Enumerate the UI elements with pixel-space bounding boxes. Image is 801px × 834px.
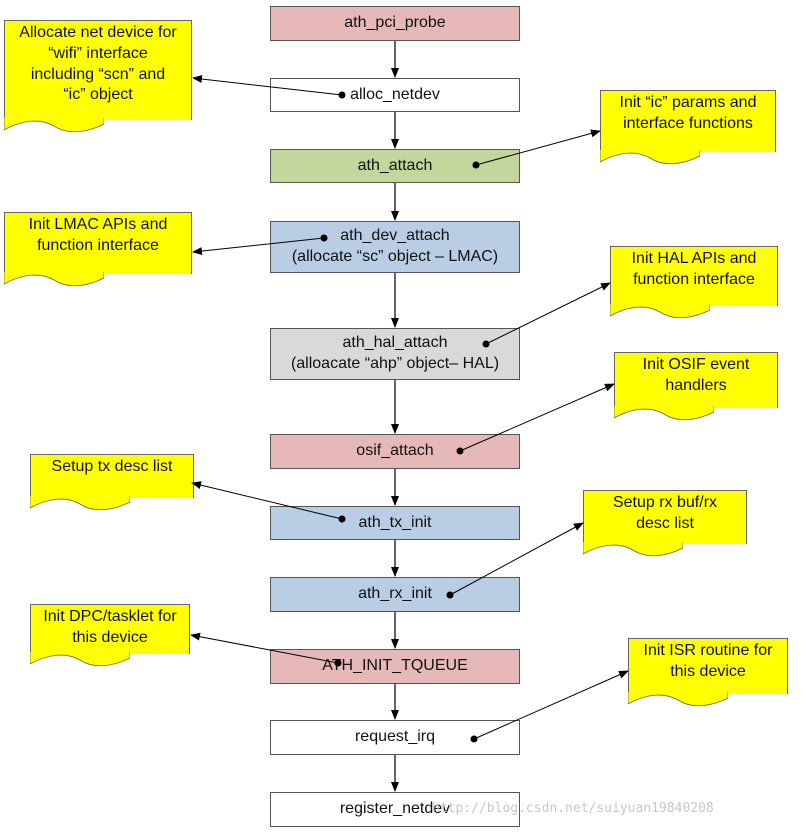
note-text: Init HAL APIs and bbox=[631, 250, 757, 267]
box-title: ath_hal_attach bbox=[342, 334, 448, 352]
callout-dot bbox=[446, 591, 454, 599]
note-rx: Setup rx buf/rx desc list bbox=[583, 490, 747, 544]
box-register-netdev: register_netdev bbox=[270, 792, 520, 827]
note-text: Init OSIF event bbox=[642, 356, 750, 373]
box-title: ath_tx_init bbox=[358, 513, 432, 531]
callout-arrow bbox=[192, 237, 325, 256]
callout-dot bbox=[334, 659, 342, 667]
note-wave-edge bbox=[4, 272, 104, 288]
callout-dot bbox=[472, 161, 480, 169]
note-hal: Init HAL APIs and function interface bbox=[610, 246, 778, 306]
note-text: Init ISR routine for bbox=[643, 642, 773, 659]
note-text: Init LMAC APIs and bbox=[28, 216, 168, 233]
note-wave-edge bbox=[610, 304, 710, 320]
box-subtitle: (alloacate “ahp” object– HAL) bbox=[290, 355, 500, 372]
note-ic: Init “ic” params and interface functions bbox=[600, 90, 776, 152]
note-text: Init “ic” params and bbox=[619, 94, 757, 111]
note-alloc: Allocate net device for “wifi” interface i… bbox=[4, 20, 192, 120]
note-wave-edge bbox=[30, 496, 130, 512]
note-text: “ic” object bbox=[63, 86, 133, 104]
note-osif: Init OSIF event handlers bbox=[614, 352, 778, 408]
note-text: interface functions bbox=[623, 114, 753, 132]
box-title: ath_dev_attach bbox=[340, 227, 450, 245]
box-ath-rx-init: ath_rx_init bbox=[270, 577, 520, 612]
callout-arrow bbox=[191, 481, 343, 520]
box-title: ath_rx_init bbox=[358, 585, 432, 603]
box-title: register_netdev bbox=[339, 800, 451, 818]
note-wave-edge bbox=[614, 406, 714, 422]
note-text: function interface bbox=[633, 270, 755, 288]
note-wave-edge bbox=[628, 692, 728, 708]
note-text: handlers bbox=[665, 376, 727, 394]
callout-dot bbox=[338, 515, 346, 523]
callout-arrow bbox=[475, 129, 601, 166]
note-wave-edge bbox=[583, 542, 683, 558]
box-ath-dev-attach: ath_dev_attach (allocate “sc” object – LM… bbox=[270, 221, 520, 273]
note-dpc: Init DPC/tasklet for this device bbox=[30, 604, 190, 654]
box-subtitle: (allocate “sc” object – LMAC) bbox=[291, 248, 499, 265]
box-title: ATH_INIT_TQUEUE bbox=[322, 657, 468, 675]
box-ath-pci-probe: ath_pci_probe bbox=[270, 6, 520, 41]
box-ath-attach: ath_attach bbox=[270, 149, 520, 183]
callout-arrow bbox=[473, 670, 629, 740]
note-isr: Init ISR routine for this device bbox=[628, 638, 788, 694]
box-title: ath_attach bbox=[357, 156, 433, 174]
callout-arrow bbox=[449, 522, 584, 596]
note-text: including “scn” and bbox=[30, 65, 166, 83]
callout-dot bbox=[338, 91, 346, 99]
box-title: osif_attach bbox=[356, 442, 434, 460]
note-text: function interface bbox=[37, 236, 159, 254]
note-wave-edge bbox=[30, 652, 130, 668]
note-text: desc list bbox=[636, 514, 694, 532]
callout-dot bbox=[470, 735, 478, 743]
callout-dot bbox=[320, 234, 328, 242]
box-title: ath_pci_probe bbox=[344, 14, 446, 32]
box-osif-attach: osif_attach bbox=[270, 434, 520, 469]
callout-arrow bbox=[485, 282, 611, 345]
callout-dot bbox=[456, 447, 464, 455]
note-text: this device bbox=[72, 628, 148, 646]
box-ath-hal-attach: ath_hal_attach (alloacate “ahp” object– H… bbox=[270, 328, 520, 380]
callout-arrow bbox=[459, 383, 615, 452]
note-text: Setup rx buf/rx bbox=[612, 494, 718, 511]
callout-dot bbox=[482, 340, 490, 348]
callout-arrow bbox=[192, 75, 343, 96]
note-wave-edge bbox=[600, 150, 700, 166]
note-text: this device bbox=[670, 662, 746, 680]
note-text: “wifi” interface bbox=[48, 44, 148, 62]
box-alloc-netdev: alloc_netdev bbox=[270, 78, 520, 112]
box-title: request_irq bbox=[354, 728, 436, 746]
note-text: Init DPC/tasklet for bbox=[43, 608, 177, 625]
callout-arrow bbox=[190, 632, 339, 664]
watermark: http://blog.csdn.net/suiyuan19840208 bbox=[432, 801, 714, 816]
note-tx: Setup tx desc list bbox=[30, 454, 194, 498]
note-lmac: Init LMAC APIs and function interface bbox=[4, 212, 192, 274]
note-wave-edge bbox=[4, 118, 104, 134]
box-title: alloc_netdev bbox=[350, 85, 440, 103]
note-text: Setup tx desc list bbox=[51, 458, 173, 475]
note-text: Allocate net device for bbox=[19, 24, 177, 41]
box-ath-init-tqueue: ATH_INIT_TQUEUE bbox=[270, 649, 520, 684]
